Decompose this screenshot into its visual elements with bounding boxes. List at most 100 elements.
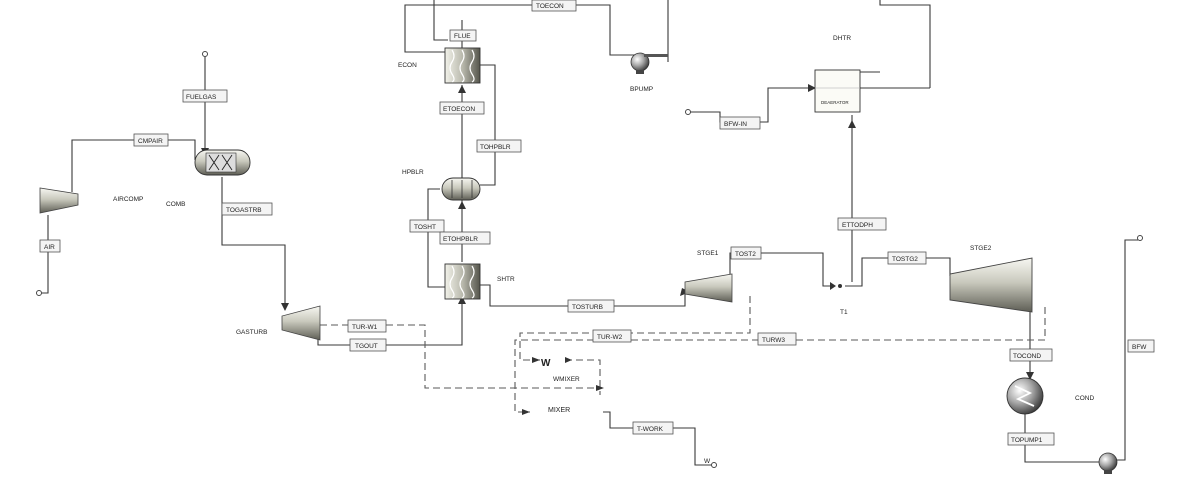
label-comb: COMB	[166, 201, 186, 208]
dhtr-inner-label: DEAERATOR	[821, 100, 849, 105]
tag-twork-text: T-WORK	[637, 426, 664, 433]
label-aircomp: AIRCOMP	[113, 196, 143, 203]
tag-flue[interactable]: FLUE	[449, 29, 477, 42]
arrow-tgout	[458, 296, 466, 304]
stream-tosht-line[interactable]	[427, 188, 445, 288]
stream-turw3-line[interactable]	[514, 307, 1046, 413]
stream-tosturb-line[interactable]	[480, 284, 686, 307]
stream-bfw-line[interactable]	[1115, 239, 1138, 461]
tag-tocond-text: TOCOND	[1013, 353, 1041, 360]
shtr-heat-exchanger-icon[interactable]	[444, 263, 481, 300]
work-streams	[320, 296, 1046, 413]
label-cond: COND	[1075, 395, 1094, 402]
port-bfw-in[interactable]	[685, 109, 691, 115]
label-shtr: SHTR	[497, 276, 515, 283]
hpblr-boiler-icon[interactable]	[441, 177, 481, 201]
stream-arrows	[201, 84, 1034, 415]
tag-tost2[interactable]: TOST2	[730, 246, 762, 260]
tag-tgout-text: TGOUT	[355, 343, 378, 350]
gasturb-turbine-icon[interactable]	[281, 305, 321, 341]
wmixer-w-symbol[interactable]: W	[541, 358, 551, 369]
tag-turw2-text: TUR-W2	[597, 334, 623, 341]
stge1-turbine-icon[interactable]	[684, 273, 733, 303]
arrow-bfw-in	[808, 84, 816, 92]
stream-wmixer-out-line	[565, 359, 601, 395]
tag-ettodph-text: ETTODPH	[842, 222, 873, 229]
label-stge2: STGE2	[970, 245, 992, 252]
tag-bfw-in[interactable]: BFW-IN	[719, 116, 761, 130]
label-stge1: STGE1	[697, 250, 719, 257]
feed-pump-icon[interactable]	[1098, 452, 1118, 474]
label-t1: T1	[840, 309, 848, 316]
label-w-out: W	[704, 458, 711, 465]
stream-topump1-line[interactable]	[1024, 412, 1100, 463]
tag-turw2[interactable]: TUR-W2	[592, 329, 632, 343]
stream-air-line[interactable]	[40, 215, 49, 294]
arrow-tost2	[830, 282, 836, 290]
arrow-togastrb	[281, 303, 289, 311]
stream-tostg2-line[interactable]	[845, 257, 951, 287]
tag-cmpair[interactable]: CMPAIR	[133, 133, 169, 147]
stream-togastrb-line[interactable]	[221, 177, 286, 310]
tag-tosht-text: TOSHT	[414, 224, 436, 231]
stream-tgout-line[interactable]	[317, 300, 463, 346]
label-mixer: MIXER	[548, 407, 570, 414]
tag-tohpblr-text: TOHPBLR	[480, 144, 511, 151]
tag-etohpblr-text: ETOHPBLR	[443, 236, 478, 243]
tag-twork[interactable]: T-WORK	[632, 421, 674, 435]
tag-etoecon[interactable]: ETOECON	[439, 101, 485, 115]
tag-toecon-text: TOECON	[536, 3, 564, 10]
stream-turw2-line[interactable]	[519, 296, 751, 361]
tag-turw3[interactable]: TURW3	[757, 332, 797, 346]
port-air[interactable]	[36, 290, 42, 296]
tag-tostg2[interactable]: TOSTG2	[887, 251, 927, 265]
tag-tosturb[interactable]: TOSTURB	[567, 299, 615, 313]
stream-dhtr-recycle-line[interactable]	[879, 0, 931, 88]
tag-topump1-text: TOPUMP1	[1011, 437, 1043, 444]
arrow-shtr-hpblr	[458, 201, 466, 209]
port-w[interactable]	[711, 462, 717, 468]
tag-air[interactable]: AIR	[39, 239, 61, 253]
port-bfw[interactable]	[1137, 235, 1143, 241]
tag-tost2-text: TOST2	[735, 251, 756, 258]
tag-topump1[interactable]: TOPUMP1	[1007, 432, 1055, 446]
tag-tgout[interactable]: TGOUT	[349, 338, 387, 352]
tag-bfw-in-text: BFW-IN	[724, 121, 747, 128]
tag-togastrb[interactable]: TOGASTRB	[221, 202, 273, 216]
arrow-tocond	[1026, 372, 1034, 380]
stream-toecon-line[interactable]	[404, 4, 640, 56]
econ-heat-exchanger-icon[interactable]	[444, 47, 481, 84]
tag-fuelgas[interactable]: FUELGAS	[182, 89, 228, 103]
port-fuelgas[interactable]	[202, 51, 208, 57]
comb-burner-icon[interactable]	[194, 149, 251, 176]
arrow-turw2	[532, 357, 540, 363]
arrow-turw1	[596, 385, 604, 391]
stream-turw1-line[interactable]	[320, 324, 600, 389]
tag-tosturb-text: TOSTURB	[572, 304, 603, 311]
tag-etoecon-text: ETOECON	[443, 106, 475, 113]
tag-turw1[interactable]: TUR-W1	[347, 319, 387, 333]
dhtr-deaerator-icon[interactable]	[814, 69, 861, 113]
stream-tohpblr-line[interactable]	[480, 64, 496, 186]
tag-tohpblr[interactable]: TOHPBLR	[476, 139, 522, 153]
stream-econ-top-line[interactable]	[433, 0, 448, 41]
aircomp-compressor-icon[interactable]	[39, 187, 79, 214]
stream-twork-line[interactable]	[603, 411, 712, 466]
label-bpump: BPUMP	[630, 86, 653, 93]
label-hpblr: HPBLR	[402, 169, 424, 176]
tag-tosht[interactable]: TOSHT	[409, 219, 445, 233]
stream-cmpair-line[interactable]	[71, 139, 196, 192]
tag-etohpblr[interactable]: ETOHPBLR	[439, 231, 491, 245]
tag-ettodph[interactable]: ETTODPH	[837, 217, 887, 231]
tag-bfw[interactable]: BFW	[1127, 339, 1155, 353]
cond-condenser-icon[interactable]	[1006, 377, 1044, 415]
tag-turw1-text: TUR-W1	[352, 324, 378, 331]
tag-toecon[interactable]: TOECON	[531, 0, 577, 12]
t1-splitter-icon[interactable]	[838, 284, 842, 288]
stge2-turbine-icon[interactable]	[949, 257, 1033, 313]
arrow-hpblr-econ	[458, 85, 466, 93]
stream-tost2-line[interactable]	[729, 252, 835, 287]
tag-tocond[interactable]: TOCOND	[1009, 348, 1053, 362]
bpump-pump-icon[interactable]	[630, 52, 668, 74]
